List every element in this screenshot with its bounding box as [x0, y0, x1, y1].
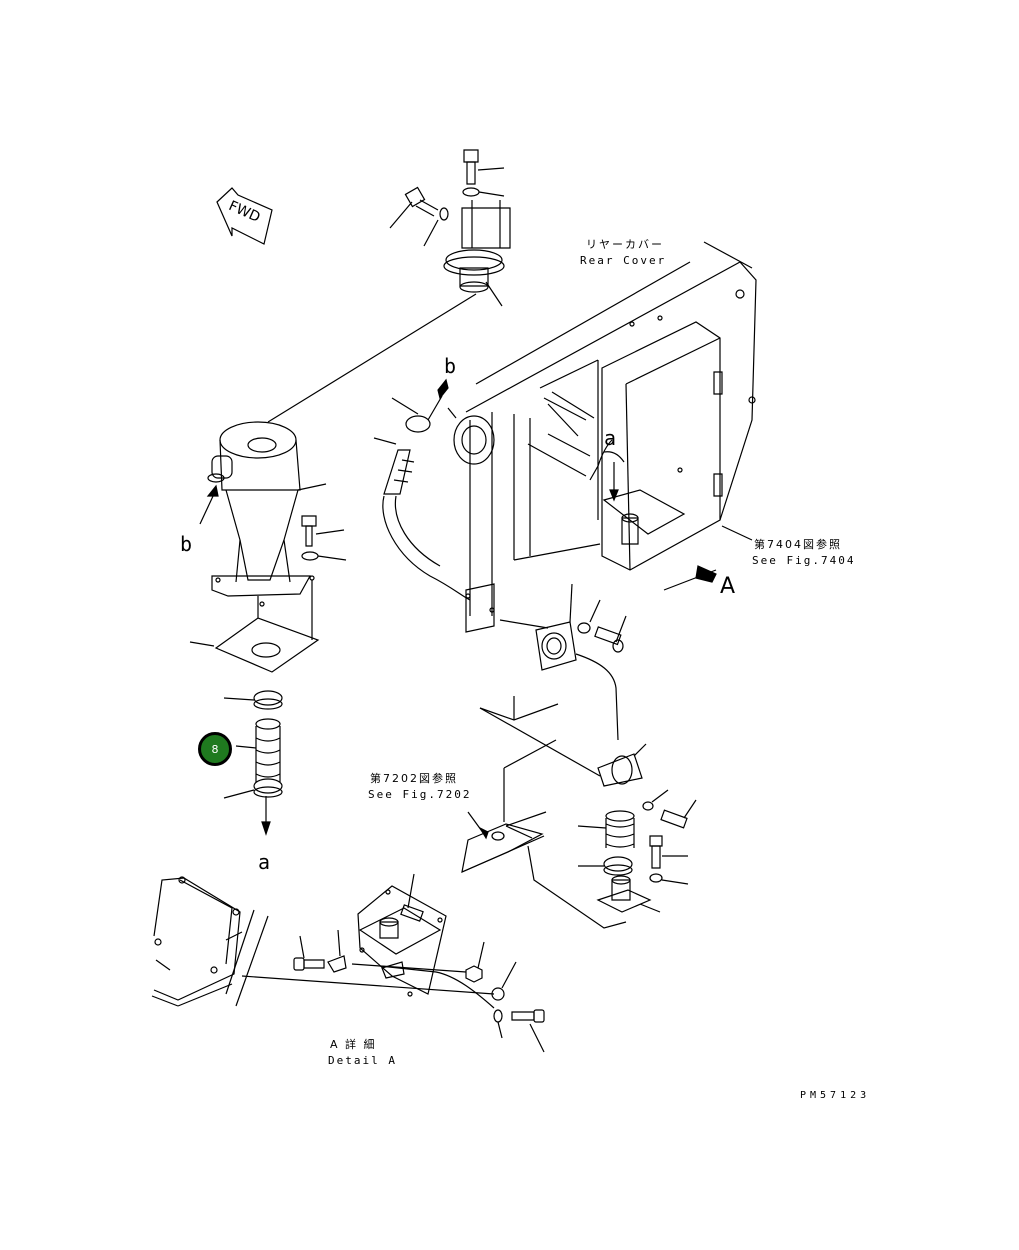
detail-a-label-jp: A 詳 細: [330, 1038, 377, 1051]
rear-cover-label-en: Rear Cover: [580, 254, 667, 267]
upper-elbow-fitting: [444, 200, 510, 306]
air-cleaner-box: [590, 322, 752, 582]
view-a-label: A: [720, 574, 736, 599]
detail-a-bolt-left: [294, 930, 346, 972]
rubber-hose-bellows: [236, 719, 280, 782]
label-a-right: a: [604, 426, 617, 450]
see-7202-bracket: [462, 812, 626, 928]
lower-pipe-clip: [480, 696, 646, 822]
top-bolt-horizontal: [390, 187, 448, 246]
duct-flange: [448, 408, 494, 464]
detail-a-label-en: Detail A: [328, 1054, 397, 1067]
ref-7404-label-jp: 第7404図参照: [754, 538, 842, 551]
detail-a-bolt-right: [512, 1010, 544, 1052]
lower-clamp: [578, 857, 632, 875]
arrow-to-a: [262, 796, 270, 834]
label-a-bottom: a: [258, 850, 271, 874]
detail-a-rod: [242, 962, 516, 1038]
figure-code: PM57123: [800, 1090, 871, 1101]
cyclone-bolt: [302, 516, 346, 560]
lower-bolt-vertical: [650, 836, 688, 884]
ref-7202-label-en: See Fig.7202: [368, 788, 472, 801]
ref-7404-label-en: See Fig.7404: [752, 554, 856, 567]
hose-clamp-upper: [224, 691, 282, 709]
lower-fitting-base: [598, 876, 660, 912]
forward-arrow-icon: [217, 188, 272, 244]
top-bolt-vertical: [464, 150, 504, 184]
lower-pipe-bolt: [643, 790, 696, 828]
hose-clamp-lower: [224, 779, 282, 798]
lower-bellows: [578, 811, 634, 848]
arrow-to-b-left: [200, 486, 218, 524]
label-b-left: b: [180, 532, 193, 556]
top-washer: [463, 188, 504, 196]
duct-mounting-plate: [536, 584, 618, 740]
detail-a-bracket-plate: [358, 874, 446, 996]
label-b-top: b: [444, 354, 457, 378]
detail-a-nut: [352, 942, 484, 982]
detail-a-frame: [152, 877, 268, 1006]
rear-cover-label-jp: リヤーカバー: [586, 238, 664, 251]
ref-7202-label-jp: 第7202図参照: [370, 772, 458, 785]
plate-bolt: [578, 600, 626, 652]
intake-hose: [374, 380, 470, 600]
callout-8[interactable]: 8: [198, 732, 232, 766]
cyclone-precleaner: [208, 422, 326, 606]
gasket-plate: [190, 580, 318, 672]
